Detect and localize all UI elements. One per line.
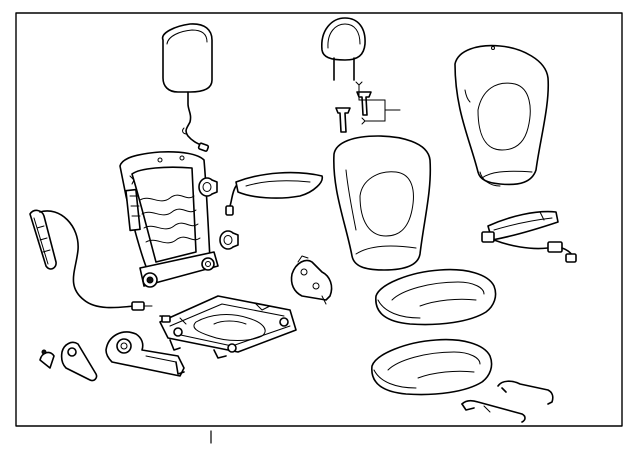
seat-track-icon [159, 295, 297, 359]
occupant-sensor-icon [481, 210, 577, 263]
headrest-cushion-icon [161, 23, 213, 152]
recliner-adjuster-icon [290, 255, 333, 305]
headrest-guide-icon [335, 81, 401, 133]
bushing-icon [198, 177, 239, 250]
seat-cushion-pad-icon [371, 338, 493, 396]
seat-back-pad-icon [333, 135, 432, 271]
seat-cushion-cover-icon [375, 268, 497, 326]
lumbar-support-icon [225, 171, 324, 216]
seat-back-frame-icon [119, 151, 219, 288]
diagram-frame [15, 12, 623, 427]
trim-cover-icon [461, 380, 554, 423]
headrest-icon [321, 17, 366, 81]
seat-back-cover-icon [454, 44, 550, 187]
retainer-clip-icon [39, 349, 55, 369]
cushion-bracket-icon [60, 331, 185, 382]
side-airbag-icon [29, 209, 57, 270]
